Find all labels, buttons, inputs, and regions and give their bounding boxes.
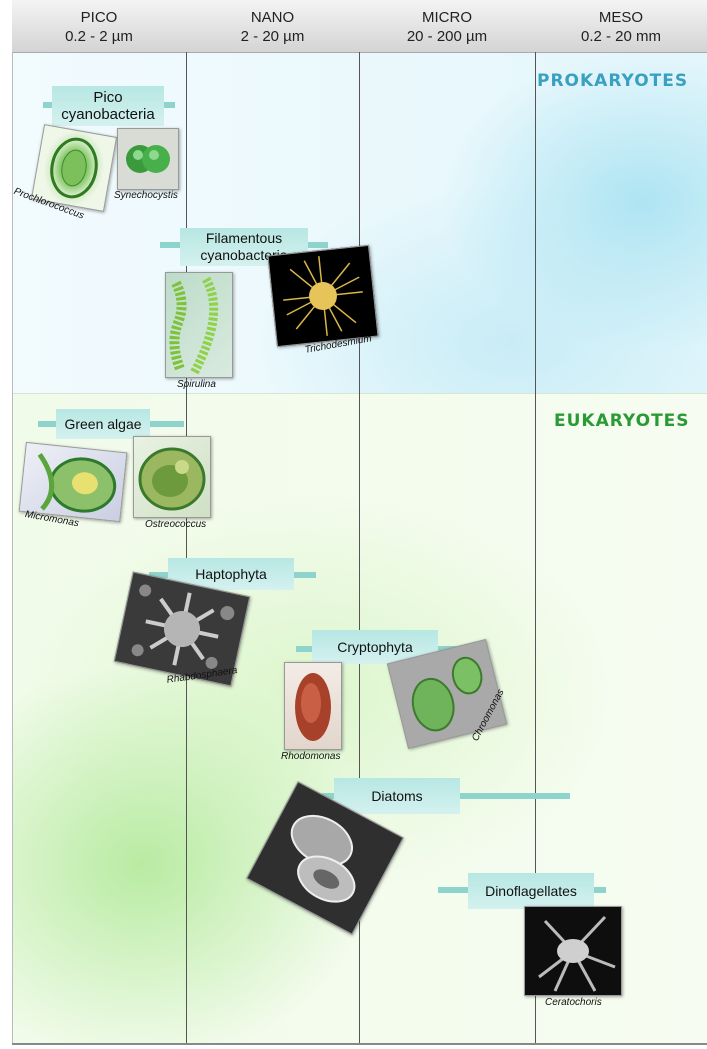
column-name: PICO [12,8,186,27]
group-dinoflagellates: Dinoflagellates [468,873,594,909]
column-name: NANO [186,8,359,27]
dinoflagellate-icon [525,907,621,995]
column-name: MESO [535,8,707,27]
colony-icon [269,246,378,346]
species-label-rhodomonas: Rhodomonas [281,751,340,762]
ceratochoris-image [524,906,622,996]
bottom-border [12,1043,707,1045]
divider-pico-nano [186,52,187,1043]
prokaryotes-title: PROKARYOTES [537,71,688,91]
column-header-nano: NANO 2 - 20 µm [186,0,359,52]
filament-icon [166,273,232,377]
rhodomonas-image [284,662,342,750]
group-green-algae: Green algae [56,409,150,439]
trichodesmium-image [267,245,378,347]
species-label-ceratochoris: Ceratochoris [545,997,602,1008]
ostreococcus-image [133,436,211,518]
spirulina-image [165,272,233,378]
cell-icon [20,443,127,521]
group-diatoms: Diatoms [334,778,460,814]
cell-icon [134,437,210,517]
group-pico-cyanobacteria: Pico cyanobacteria [52,86,164,126]
synechocystis-image [117,128,179,190]
column-range: 2 - 20 µm [186,27,359,46]
species-label-ostreococcus: Ostreococcus [145,519,206,530]
column-range: 0.2 - 20 mm [535,27,707,46]
column-header-micro: MICRO 20 - 200 µm [359,0,535,52]
column-header-pico: PICO 0.2 - 2 µm [12,0,186,52]
column-name: MICRO [359,8,535,27]
cell-icon [118,129,178,189]
left-border [12,52,13,1043]
column-range: 20 - 200 µm [359,27,535,46]
cell-icon [285,663,341,749]
column-range: 0.2 - 2 µm [12,27,186,46]
species-label-synechocystis: Synechocystis [114,190,178,201]
eukaryotes-title: EUKARYOTES [554,411,690,431]
column-header-meso: MESO 0.2 - 20 mm [535,0,707,52]
species-label-spirulina: Spirulina [177,379,216,390]
